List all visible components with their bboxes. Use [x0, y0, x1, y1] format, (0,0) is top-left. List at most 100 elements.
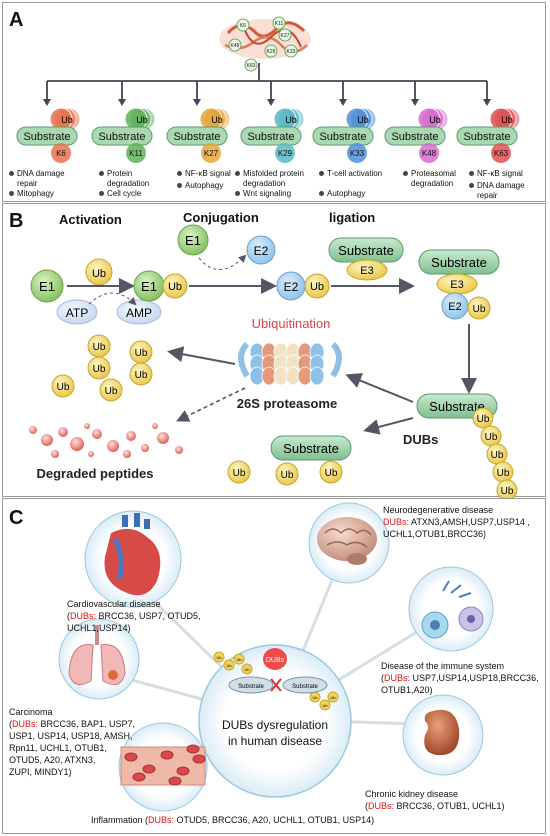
svg-text:K27: K27: [204, 149, 219, 158]
linkage-tag-k33: K33: [284, 44, 298, 58]
svg-text:Ub: Ub: [322, 703, 328, 708]
svg-text:Ub: Ub: [501, 486, 514, 497]
function-item: NF-κB signal: [185, 169, 231, 178]
function-bullet: [403, 171, 408, 176]
svg-text:Substrate: Substrate: [247, 131, 294, 143]
proteasome-icon: [238, 341, 342, 386]
e2-ub-complex: E2 Ub: [276, 271, 330, 301]
ub-chain-unit: Ub: [480, 425, 502, 447]
peptide-fragment: [107, 440, 119, 452]
svg-text:Ub: Ub: [92, 268, 106, 280]
released-ub: Ub: [51, 374, 75, 398]
center-ub: Ub: [241, 663, 253, 675]
linkage-tag-k27: K27: [278, 28, 292, 42]
panel-b: B Activation Conjugation ligation E1 Ub …: [2, 203, 546, 498]
released-ub: Ub: [87, 334, 111, 358]
linkage-tag-k48: K48: [228, 38, 242, 52]
svg-text:Ub: Ub: [312, 695, 318, 700]
svg-text:Ub: Ub: [136, 115, 148, 125]
released-ub: Ub: [87, 356, 111, 380]
immune-title: Disease of the immune system: [381, 661, 505, 671]
svg-text:Ub: Ub: [310, 281, 324, 293]
peptide-fragment: [126, 431, 136, 441]
carcinoma-title: Carcinoma: [9, 707, 53, 717]
substrate-groups: UbSubstrateK6UbSubstrateK11UbSubstrateK2…: [16, 107, 521, 163]
peptide-fragment: [92, 429, 102, 439]
svg-text:ATP: ATP: [66, 306, 88, 320]
function-bullet: [9, 171, 14, 176]
function-item: Autophagy: [327, 189, 366, 198]
carcinoma-dubs-2: USP1, USP14, USP18, AMSH,: [9, 731, 133, 741]
function-item: Proteasomal degradation: [411, 169, 456, 188]
function-item: Wnt signaling: [243, 189, 292, 198]
linkage-tag-k29: K29: [264, 44, 278, 58]
function-item: Cell cycle: [107, 189, 142, 198]
svg-text:Substrate: Substrate: [283, 441, 339, 456]
center-ub: Ub: [233, 653, 245, 665]
ub-chain-unit: Ub: [492, 461, 514, 483]
function-bullet: [319, 171, 324, 176]
ub-chain-unit: Ub: [486, 443, 508, 465]
center-title-2: in human disease: [228, 734, 322, 748]
released-ub: Ub: [129, 362, 153, 386]
amp-bubble: AMP: [116, 299, 162, 325]
svg-text:Substrate: Substrate: [429, 399, 485, 414]
svg-text:Ub: Ub: [105, 386, 118, 397]
center-ub: Ub: [309, 691, 321, 703]
svg-text:E1: E1: [39, 279, 55, 294]
peptide-fragment: [152, 423, 158, 429]
brain-icon: [308, 502, 390, 584]
svg-text:K63: K63: [494, 149, 509, 158]
svg-text:E2: E2: [284, 280, 299, 294]
function-item: Autophagy: [185, 181, 224, 190]
panel-a-label: A: [9, 9, 24, 31]
svg-text:Ub: Ub: [501, 115, 513, 125]
kidney-icon: [402, 694, 484, 776]
svg-text:Ub: Ub: [497, 468, 510, 479]
function-bullet: [469, 183, 474, 188]
svg-text:Ub: Ub: [429, 115, 441, 125]
substrate-e3-e2-ub-complex: Substrate E3 E2 Ub: [418, 249, 500, 320]
svg-text:Ub: Ub: [226, 663, 232, 668]
svg-text:K29: K29: [267, 49, 276, 55]
svg-text:K6: K6: [240, 23, 246, 29]
center-ub: Ub: [223, 659, 235, 671]
function-bullet: [235, 171, 240, 176]
panel-b-diagram: E1 Ub ATP AMP E1 Ub E1 E2: [29, 224, 518, 498]
red-blood-cell: [124, 752, 138, 762]
function-item: DNA damage repair: [477, 181, 525, 200]
svg-text:K6: K6: [56, 149, 66, 158]
function-item: Mitophagy: [17, 189, 54, 198]
blood-vessel-icon: [118, 722, 208, 812]
red-blood-cell: [132, 772, 146, 782]
neuro-dubs-2: UCHL1,OTUB1,BRCC36): [383, 529, 487, 539]
svg-text:K27: K27: [281, 33, 290, 39]
stage-activation: Activation: [59, 212, 122, 227]
function-bullet: [9, 191, 14, 196]
carcinoma-dubs-4: OTUD5, A20, ATXN3,: [9, 755, 96, 765]
substrate-e3-pair: Substrate E3: [328, 237, 404, 281]
peptide-fragment: [141, 444, 149, 452]
svg-text:Ub: Ub: [244, 667, 250, 672]
center-ub: Ub: [327, 691, 339, 703]
released-ub: Ub: [99, 378, 123, 402]
peptide-fragment: [157, 432, 169, 444]
svg-text:E2: E2: [448, 301, 461, 313]
svg-text:Substrate: Substrate: [319, 131, 366, 143]
peptide-fragment: [51, 450, 59, 458]
function-item: T-cell activation: [327, 169, 383, 178]
lungs-icon: [58, 618, 140, 700]
svg-text:E1: E1: [141, 279, 157, 294]
peptide-fragment: [58, 427, 68, 437]
carcinoma-dubs-5: ZUPI, MINDY1): [9, 767, 72, 777]
svg-text:Substrate: Substrate: [23, 131, 70, 143]
cardio-title: Cardiovascular disease: [67, 599, 161, 609]
peptide-fragment: [88, 451, 94, 457]
